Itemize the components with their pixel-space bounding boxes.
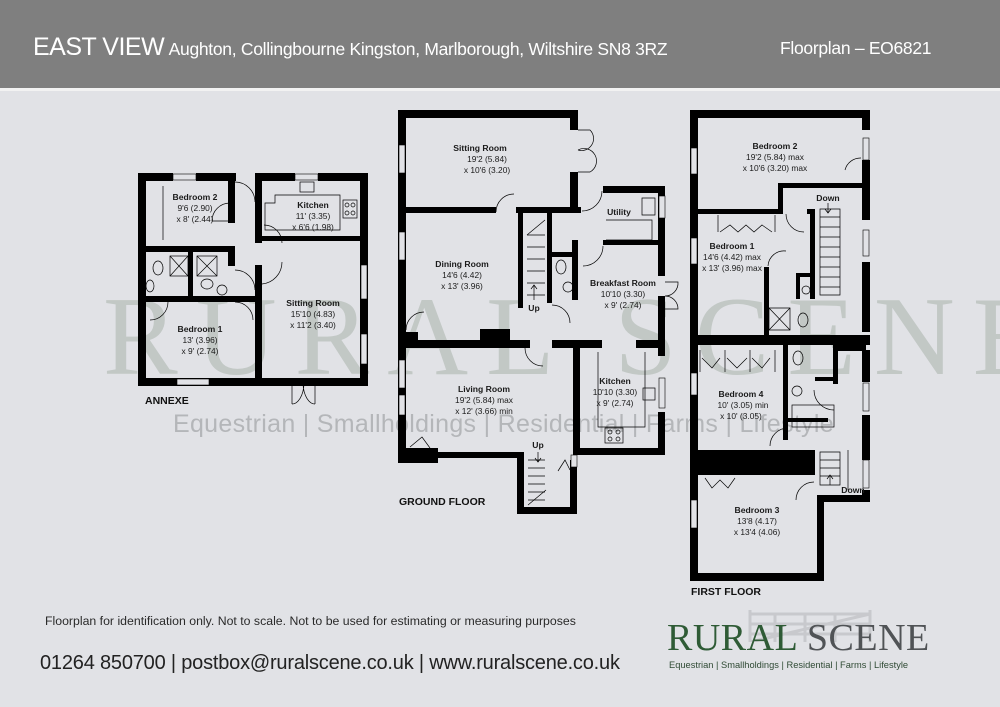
ground-sitting-room-name: Sitting Room bbox=[453, 143, 507, 153]
logo-word-rural: RURAL bbox=[667, 617, 797, 659]
annexe-sitting-room-name: Sitting Room bbox=[286, 298, 340, 308]
property-address: Aughton, Collingbourne Kingston, Marlbor… bbox=[168, 39, 668, 59]
ground-floor-labels: Sitting Room 19'2 (5.84) x 10'6 (3.20) U… bbox=[399, 143, 656, 508]
property-name: EAST VIEW bbox=[33, 33, 165, 61]
ground-utility-name: Utility bbox=[607, 207, 631, 217]
ground-dining-room-dim1: 14'6 (4.42) bbox=[442, 270, 482, 280]
logo-wordmark: RURAL SCENE bbox=[667, 618, 957, 658]
ground-sitting-room-dim1: 19'2 (5.84) bbox=[467, 154, 507, 164]
ground-breakfast-room-dim1: 10'10 (3.30) bbox=[601, 289, 646, 299]
first-bedroom-4-dim1: 10' (3.05) min bbox=[718, 400, 769, 410]
annexe-kitchen-dim2: x 6'6 (1.98) bbox=[292, 222, 334, 232]
ground-floor-windows bbox=[398, 144, 666, 468]
watermark-tagline: Equestrian | Smallholdings | Residential… bbox=[173, 410, 834, 438]
ground-living-room-name: Living Room bbox=[458, 384, 510, 394]
annexe-kitchen-name: Kitchen bbox=[297, 200, 329, 210]
ground-breakfast-room-name: Breakfast Room bbox=[590, 278, 656, 288]
first-floor-windows bbox=[690, 137, 870, 529]
annexe-sitting-room-dim2: x 11'2 (3.40) bbox=[290, 320, 336, 330]
logo-word-scene: SCENE bbox=[806, 617, 930, 659]
first-bedroom-1-name: Bedroom 1 bbox=[710, 241, 755, 251]
first-stairs-down-label-1: Down bbox=[816, 193, 839, 203]
first-bedroom-2-dim1: 19'2 (5.84) max bbox=[746, 152, 805, 162]
annexe-floor-label: ANNEXE bbox=[145, 395, 189, 407]
annexe-windows bbox=[172, 173, 368, 386]
ground-kitchen-dim1: 10'10 (3.30) bbox=[593, 387, 638, 397]
first-bedroom-4-dim2: x 10' (3.05) bbox=[720, 411, 762, 421]
annexe-bedroom-1-dim1: 13' (3.96) bbox=[182, 335, 217, 345]
first-floor-labels: Bedroom 2 19'2 (5.84) max x 10'6 (3.20) … bbox=[691, 141, 865, 598]
gate-logo-icon bbox=[748, 610, 872, 642]
first-floor-label: FIRST FLOOR bbox=[691, 586, 761, 598]
first-bedroom-2-dim2: x 10'6 (3.20) max bbox=[743, 163, 808, 173]
first-bedroom-2-name: Bedroom 2 bbox=[753, 141, 798, 151]
ground-dining-room-dim2: x 13' (3.96) bbox=[441, 281, 483, 291]
annexe-bedroom-1-name: Bedroom 1 bbox=[178, 324, 223, 334]
annexe-plan bbox=[138, 173, 368, 386]
first-bedroom-1-dim2: x 13' (3.96) max bbox=[702, 263, 763, 273]
ground-floor-fixtures bbox=[405, 129, 679, 506]
ground-living-room-dim2: x 12' (3.66) min bbox=[455, 406, 513, 416]
first-floor-fixtures bbox=[699, 157, 862, 501]
ground-stairs-up-label-1: Up bbox=[528, 303, 539, 313]
ground-living-room-dim1: 19'2 (5.84) max bbox=[455, 395, 514, 405]
annexe-bedroom-2-dim1: 9'6 (2.90) bbox=[177, 203, 212, 213]
annexe-bedroom-2-name: Bedroom 2 bbox=[173, 192, 218, 202]
ground-dining-room-name: Dining Room bbox=[435, 259, 489, 269]
annexe-fixtures bbox=[145, 181, 358, 405]
header-bar: EAST VIEW Aughton, Collingbourne Kingsto… bbox=[0, 0, 1000, 91]
first-bedroom-1-dim1: 14'6 (4.42) max bbox=[703, 252, 762, 262]
first-bedroom-3-name: Bedroom 3 bbox=[735, 505, 780, 515]
logo-tagline: Equestrian | Smallholdings | Residential… bbox=[669, 660, 909, 670]
first-bedroom-3-dim2: x 13'4 (4.06) bbox=[734, 527, 781, 537]
ground-floor-label: GROUND FLOOR bbox=[399, 496, 486, 508]
ground-kitchen-dim2: x 9' (2.74) bbox=[597, 398, 634, 408]
ground-kitchen-name: Kitchen bbox=[599, 376, 631, 386]
first-floor-plan bbox=[690, 110, 870, 581]
disclaimer-text: Floorplan for identification only. Not t… bbox=[45, 614, 576, 628]
contact-details: 01264 850700 | postbox@ruralscene.co.uk … bbox=[40, 652, 620, 674]
annexe-bedroom-1-dim2: x 9' (2.74) bbox=[182, 346, 219, 356]
ground-stairs-up-label-2: Up bbox=[532, 440, 543, 450]
annexe-bedroom-2-dim2: x 8' (2.44) bbox=[177, 214, 214, 224]
annexe-labels: Bedroom 2 9'6 (2.90) x 8' (2.44) Kitchen… bbox=[145, 192, 340, 407]
ground-floor-plan bbox=[398, 110, 665, 514]
rural-scene-logo: RURAL SCENE Equestrian | Smallholdings |… bbox=[667, 618, 957, 670]
annexe-sitting-room-dim1: 15'10 (4.83) bbox=[291, 309, 336, 319]
ground-breakfast-room-dim2: x 9' (2.74) bbox=[605, 300, 642, 310]
first-bedroom-3-dim1: 13'8 (4.17) bbox=[737, 516, 777, 526]
header-title: EAST VIEW Aughton, Collingbourne Kingsto… bbox=[33, 33, 668, 62]
annexe-kitchen-dim1: 11' (3.35) bbox=[296, 211, 331, 221]
first-stairs-down-label-2: Down bbox=[841, 485, 864, 495]
floorplan-reference: Floorplan – EO6821 bbox=[780, 38, 932, 58]
ground-sitting-room-dim2: x 10'6 (3.20) bbox=[464, 165, 511, 175]
first-bedroom-4-name: Bedroom 4 bbox=[719, 389, 764, 399]
